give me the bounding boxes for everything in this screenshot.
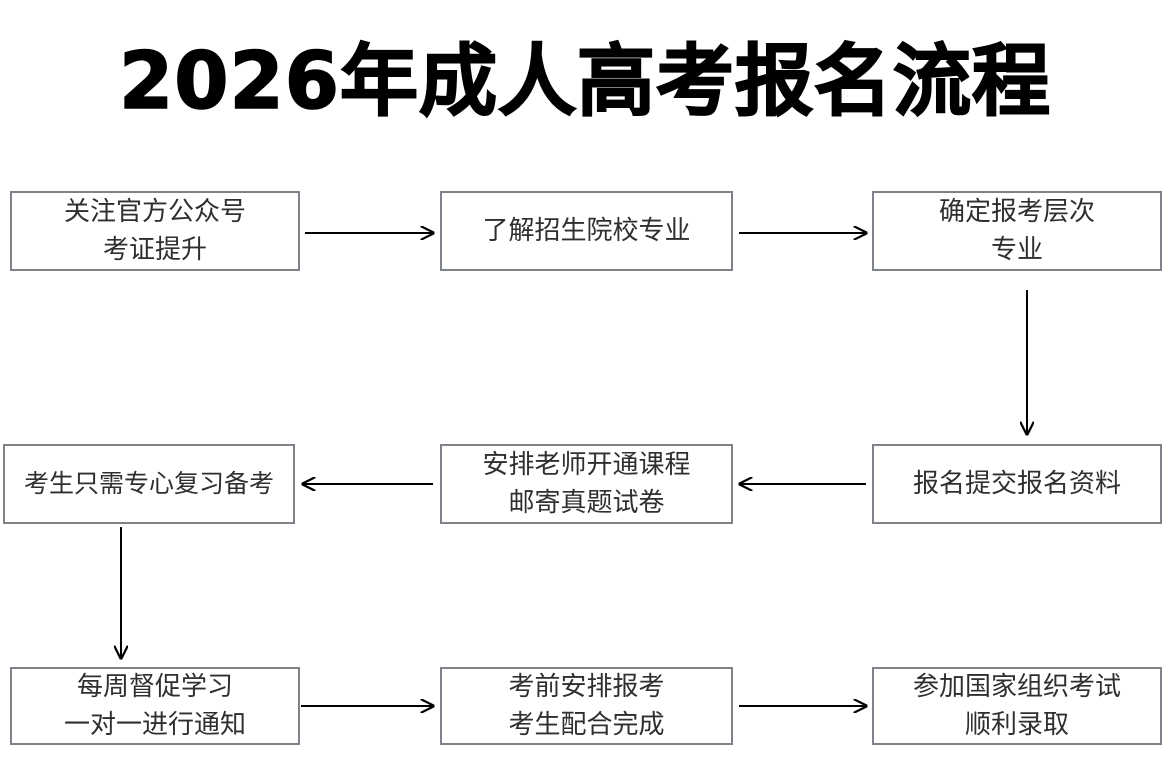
flow-node-line: 安排老师开通课程 bbox=[482, 450, 691, 480]
flow-node-submit-registration-materials[interactable]: 报名提交报名资料 bbox=[872, 444, 1162, 524]
flow-node-line: 了解招生院校专业 bbox=[482, 216, 691, 246]
flow-node-learn-schools-majors[interactable]: 了解招生院校专业 bbox=[440, 191, 733, 271]
flow-node-line: 确定报考层次 bbox=[938, 197, 1095, 227]
page-title: 2026年成人高考报名流程 bbox=[118, 36, 1052, 128]
flow-node-confirm-level-major[interactable]: 确定报考层次 专业 bbox=[872, 191, 1162, 271]
flow-node-pre-exam-arrangement[interactable]: 考前安排报考 考生配合完成 bbox=[440, 667, 733, 745]
flow-node-line: 顺利录取 bbox=[964, 710, 1069, 740]
flow-node-take-national-exam[interactable]: 参加国家组织考试 顺利录取 bbox=[872, 667, 1162, 745]
flow-node-teacher-course-mail-papers[interactable]: 安排老师开通课程 邮寄真题试卷 bbox=[440, 444, 733, 524]
flow-node-line: 考生只需专心复习备考 bbox=[23, 469, 274, 498]
flow-node-line: 邮寄真题试卷 bbox=[508, 488, 665, 518]
flow-node-follow-official-account[interactable]: 关注官方公众号 考证提升 bbox=[10, 191, 300, 271]
flow-node-line: 专业 bbox=[990, 235, 1043, 265]
flow-node-line: 考前安排报考 bbox=[508, 672, 665, 702]
flow-node-line: 考生配合完成 bbox=[508, 710, 665, 740]
flow-node-line: 每周督促学习 bbox=[76, 672, 233, 702]
flow-node-line: 关注官方公众号 bbox=[63, 197, 246, 227]
flow-node-line: 参加国家组织考试 bbox=[912, 672, 1121, 702]
flow-node-weekly-supervision[interactable]: 每周督促学习 一对一进行通知 bbox=[10, 667, 300, 745]
flow-node-line: 考证提升 bbox=[102, 235, 207, 265]
flow-node-student-focus-review[interactable]: 考生只需专心复习备考 bbox=[3, 444, 295, 524]
flow-node-line: 一对一进行通知 bbox=[63, 710, 246, 740]
flow-node-line: 报名提交报名资料 bbox=[912, 469, 1121, 499]
